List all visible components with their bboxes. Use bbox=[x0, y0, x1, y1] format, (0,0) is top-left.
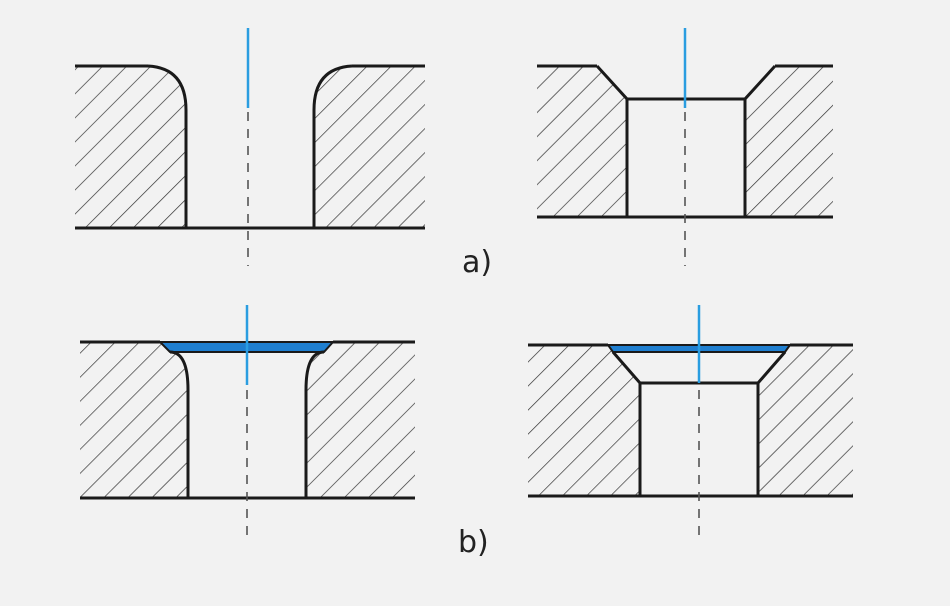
figure-a-left bbox=[75, 28, 425, 266]
outline bbox=[528, 343, 853, 498]
hatched-wall-right bbox=[758, 345, 853, 496]
hatched-wall-left bbox=[537, 66, 627, 217]
hatched-wall-right bbox=[745, 66, 833, 217]
row-b-label: b) bbox=[458, 525, 489, 560]
figure-b-left bbox=[80, 305, 415, 540]
hatched-wall-left bbox=[75, 66, 186, 228]
hatched-wall-left bbox=[80, 342, 188, 498]
row-a-label: a) bbox=[462, 245, 492, 280]
outline bbox=[75, 64, 425, 230]
hatched-wall-right bbox=[306, 342, 415, 498]
hatched-wall-right bbox=[314, 66, 425, 228]
figure-a-right bbox=[537, 28, 833, 266]
figure-b-right bbox=[528, 305, 853, 540]
hatched-wall-left bbox=[528, 345, 640, 496]
